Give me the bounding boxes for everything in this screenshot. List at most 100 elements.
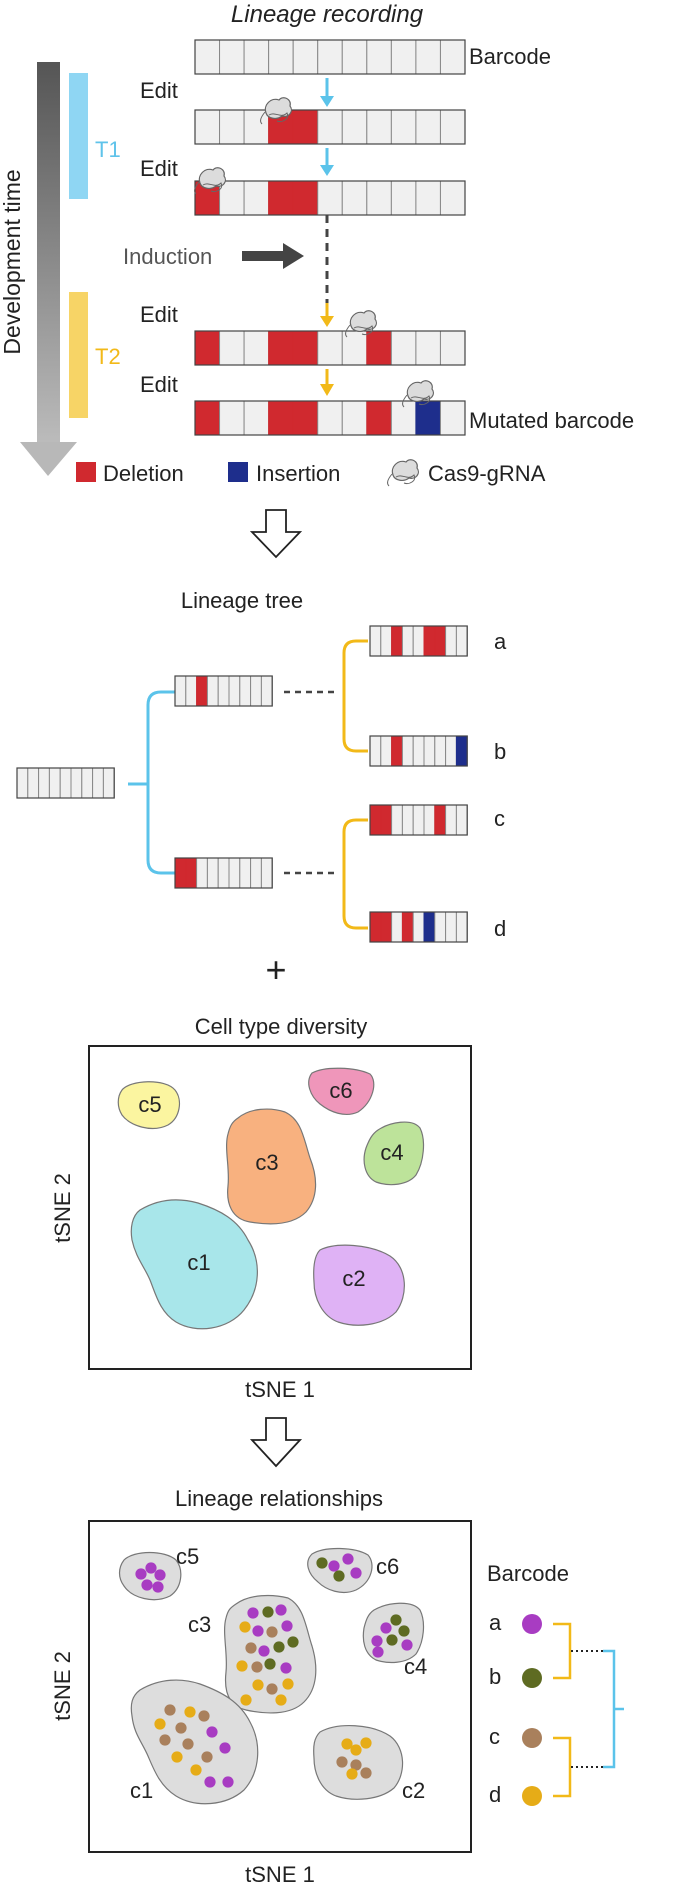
barcode-cell	[445, 625, 457, 657]
barcode-cell	[401, 735, 414, 767]
barcode-cell	[439, 109, 466, 145]
relationships-ylabel: tSNE 2	[50, 1651, 75, 1721]
barcode-cell	[455, 735, 468, 767]
barcode-cell	[317, 400, 343, 436]
barcode-cell	[228, 857, 241, 889]
barcode-cell	[317, 109, 343, 145]
barcode-cell	[317, 330, 343, 366]
barcode-cell	[366, 39, 392, 75]
edit-label: Edit	[140, 78, 178, 103]
cell-dot-c	[266, 1683, 278, 1695]
barcode-cell	[434, 625, 447, 657]
cell-dot-a	[154, 1569, 166, 1581]
cell-dot-c	[164, 1704, 176, 1716]
cell-dot-c	[201, 1751, 213, 1763]
cell-dot-a	[252, 1625, 264, 1637]
t2-tree-branch	[342, 639, 368, 753]
cluster-label-c3: c3	[188, 1612, 211, 1637]
cell-dot-c	[182, 1738, 194, 1750]
cell-dot-c	[175, 1722, 187, 1734]
barcode-outline	[194, 39, 466, 75]
barcode-cell	[390, 109, 417, 145]
barcode-cell	[250, 857, 262, 889]
lineage-tree-title: Lineage tree	[181, 588, 303, 613]
cluster-label-c2: c2	[342, 1266, 365, 1291]
barcode-row-edit1	[194, 109, 466, 145]
barcode-cell	[391, 911, 403, 943]
barcode-cell	[341, 400, 368, 436]
cell-dot-a	[135, 1568, 147, 1580]
tree-barcode-t1-upper	[174, 675, 273, 707]
t2-tree-branch	[342, 818, 368, 930]
barcode-cell	[219, 330, 245, 366]
cluster-c3-blob	[225, 1108, 317, 1225]
cluster-label-c5: c5	[176, 1544, 199, 1569]
barcode-cell	[390, 330, 417, 366]
cell-dot-c	[159, 1734, 171, 1746]
tree-barcode-d	[369, 911, 468, 943]
barcode-row-initial	[194, 39, 466, 75]
gold-step-arrow	[320, 303, 334, 327]
barcode-cell	[415, 330, 441, 366]
barcode-cell	[48, 767, 61, 799]
legend-dot-d	[522, 1786, 542, 1806]
cell-dot-b	[287, 1636, 299, 1648]
cell-dot-c	[336, 1756, 348, 1768]
tree-barcodes	[16, 625, 468, 943]
cluster-label-c4: c4	[404, 1654, 427, 1679]
barcode-cell	[380, 804, 393, 836]
cell-dot-b	[386, 1634, 398, 1646]
cluster-label-c3: c3	[255, 1150, 278, 1175]
t1-label: T1	[95, 137, 121, 162]
legend-label-a: a	[489, 1610, 502, 1635]
leaf-label-d: d	[494, 916, 506, 941]
leaf-label-a: a	[494, 629, 507, 654]
barcode-cell	[292, 400, 319, 436]
leaf-label-c: c	[494, 806, 505, 831]
diversity-title: Cell type diversity	[195, 1014, 367, 1039]
barcode-outline	[194, 180, 466, 216]
barcode-cell	[369, 804, 382, 836]
barcode-cell	[445, 735, 457, 767]
tree-barcode-root	[16, 767, 115, 799]
legend-dot-c	[522, 1728, 542, 1748]
development-time-arrow	[20, 62, 77, 476]
cell-dot-a	[141, 1579, 153, 1591]
barcode-cell	[439, 180, 466, 216]
barcode-cell	[243, 39, 270, 75]
legend-tree-root	[603, 1649, 624, 1769]
tree-barcode-t1-lower	[174, 857, 273, 889]
cluster-label-c1: c1	[130, 1778, 153, 1803]
cell-dot-a	[281, 1620, 293, 1632]
insertion-swatch	[228, 462, 248, 482]
cell-dot-a	[401, 1639, 413, 1651]
cell-dot-d	[360, 1737, 372, 1749]
barcode-cell	[366, 400, 392, 436]
t2-label: T2	[95, 344, 121, 369]
cell-dot-c	[350, 1759, 362, 1771]
barcode-cell	[439, 400, 466, 436]
cas9-legend-label: Cas9-gRNA	[428, 461, 546, 486]
cell-dot-a	[145, 1562, 157, 1574]
barcode-cell	[390, 180, 417, 216]
t1-tree-branch	[128, 690, 175, 875]
barcode-cell	[243, 109, 270, 145]
barcode-outline	[194, 400, 466, 436]
cell-dot-d	[350, 1744, 362, 1756]
cell-dot-d	[236, 1660, 248, 1672]
lineage-tree-panel: Lineage tree a b c d +	[16, 588, 507, 990]
barcode-cell	[317, 180, 343, 216]
cyan-step-arrow	[320, 148, 334, 176]
barcode-cell	[260, 675, 273, 707]
barcode-outline	[369, 804, 468, 836]
barcode-cell	[434, 804, 447, 836]
mutated-barcode-label: Mutated barcode	[469, 408, 634, 433]
tree-barcode-c	[369, 804, 468, 836]
barcode-cell	[390, 39, 417, 75]
barcode-cell	[239, 675, 252, 707]
barcode-cell	[445, 911, 457, 943]
barcode-dots	[135, 1553, 413, 1788]
cell-dot-a	[280, 1662, 292, 1674]
cluster-c4-blob	[363, 1121, 425, 1186]
